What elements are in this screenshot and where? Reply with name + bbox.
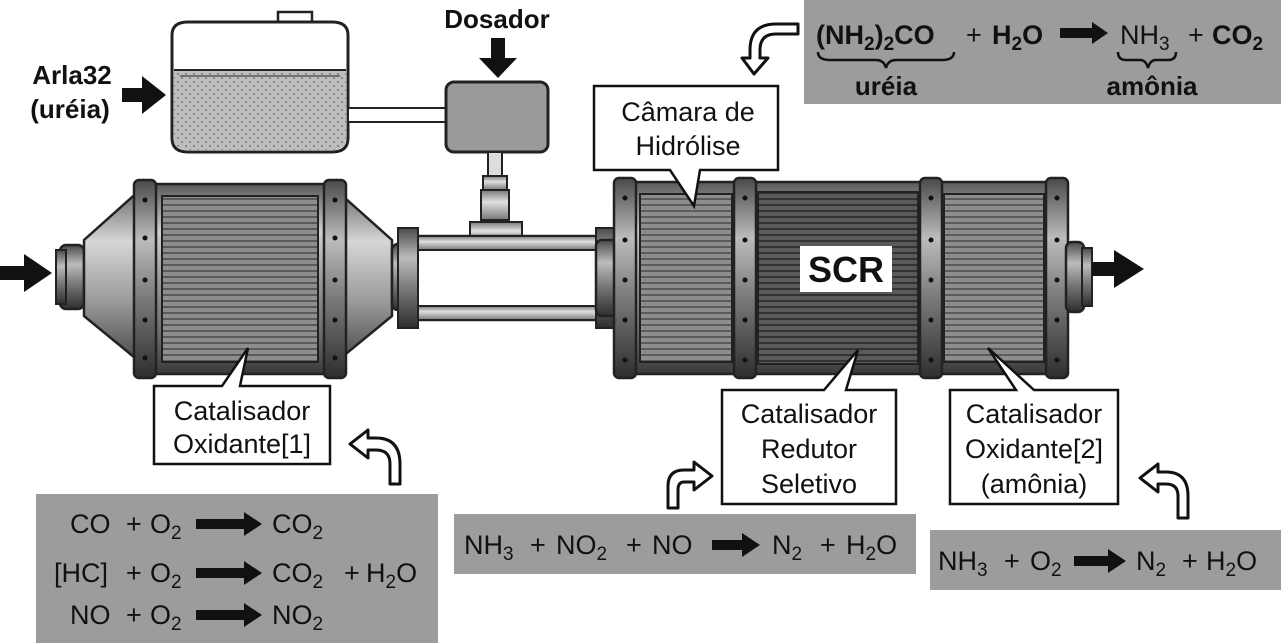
brace-amonia (1116, 51, 1178, 69)
brace-ureia (816, 51, 956, 69)
mixing-pipe (397, 227, 617, 329)
scr-label: SCR (800, 246, 892, 292)
oxidant2-line1: Catalisador (966, 399, 1103, 429)
callout-oxidant-2: Catalisador Oxidante[2] (amônia) (948, 347, 1120, 506)
eq-ox1-row3: NO + O2 NO2 (70, 600, 323, 636)
equation-box-reductor: NH3 + NO2 + NO N2 + H2O (454, 514, 916, 574)
hollow-arrow-icon-hydrolysis (740, 22, 800, 76)
eq-hydrolysis-arrow (1060, 22, 1108, 44)
eq-ox1-arrow2 (196, 561, 262, 585)
eq-reductor-row: NH3 + NO2 + NO N2 + H2O (464, 530, 897, 566)
eq-ox1-row1: CO + O2 CO2 (70, 509, 323, 545)
arla-label-line1: Arla32 (32, 60, 112, 90)
eq-ox2-arrow (1074, 549, 1126, 573)
hollow-arrow-icon-oxidant-2 (1138, 462, 1190, 520)
arla-arrow (122, 76, 166, 114)
scr-text: SCR (808, 249, 884, 290)
hollow-arrow-icon-reductor (666, 460, 714, 510)
ureia-label: uréia (855, 71, 918, 101)
reductor-line1: Catalisador (741, 399, 878, 429)
amonia-label: amônia (1106, 71, 1198, 101)
oxidant2-line2: Oxidante[2] (965, 434, 1103, 464)
eq-ox1-arrow1 (196, 512, 262, 536)
outlet-arrow (1092, 250, 1144, 288)
dosador-label: Dosador (444, 4, 549, 34)
flow-arrows (0, 38, 1144, 292)
eq-ox1-arrow3 (196, 603, 262, 627)
callout-reductor: Catalisador Redutor Seletivo (720, 349, 898, 506)
eq-hydrolysis-text: (NH2)2CO + H2O NH3 + CO2 (816, 20, 1263, 56)
oxidant1-line2: Oxidante[1] (173, 429, 311, 459)
eq-reductor-arrow (712, 533, 760, 557)
urea-feed-line (347, 107, 449, 123)
hydrolysis-line1: Câmara de (621, 97, 755, 127)
eq-ox2-row: NH3 + O2 N2 + H2O (938, 546, 1257, 582)
eq-ox1-row2: [HC] + O2 CO2 + H2O (54, 558, 417, 594)
arla-label-line2: (uréia) (30, 94, 109, 124)
reductor-line3: Seletivo (761, 469, 857, 499)
urea-tank (170, 10, 350, 154)
oxidation-catalyst-1 (55, 178, 416, 380)
callout-hydrolysis: Câmara de Hidrólise (592, 84, 780, 210)
hollow-arrow-icon-oxidant-1 (348, 428, 402, 486)
equation-box-hydrolysis: (NH2)2CO + H2O NH3 + CO2 uréia amônia (804, 0, 1281, 104)
reductor-line2: Redutor (761, 434, 857, 464)
inlet-arrow (0, 254, 52, 292)
arla-label: Arla32 (uréia) (30, 60, 111, 124)
equation-box-oxidant-1: CO + O2 CO2 [HC] + O2 CO2 + H2O NO + O2 … (36, 494, 438, 643)
scr-assembly (594, 176, 1093, 380)
hydrolysis-line2: Hidrólise (635, 131, 740, 161)
callout-oxidant-1: Catalisador Oxidante[1] (152, 347, 332, 466)
oxidant2-line3: (amônia) (981, 469, 1088, 499)
oxidant1-line1: Catalisador (174, 396, 311, 426)
dosador-arrow (479, 38, 517, 78)
equation-box-oxidant-2: NH3 + O2 N2 + H2O (930, 530, 1281, 590)
